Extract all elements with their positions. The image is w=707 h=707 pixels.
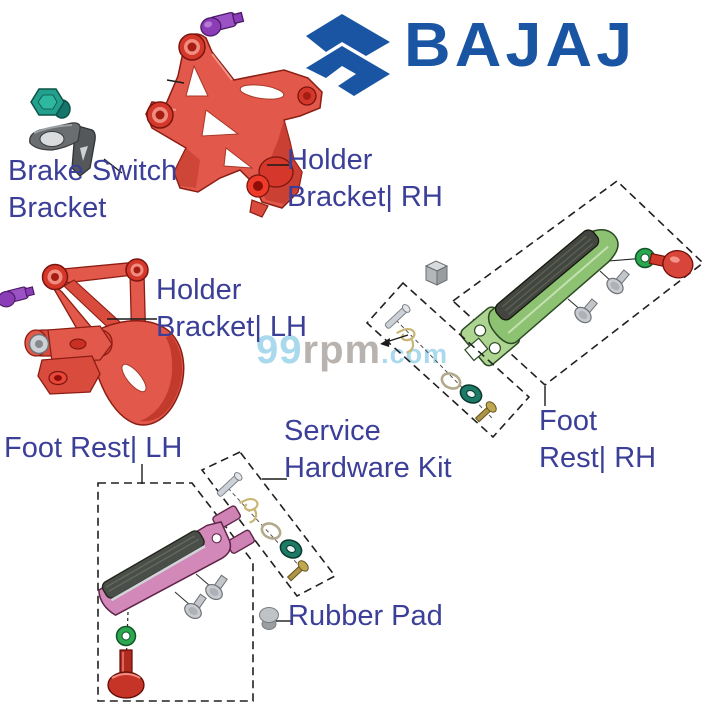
kit-a-screw xyxy=(474,401,497,423)
lh-green-washer xyxy=(115,625,137,647)
label-line: Rest| RH xyxy=(539,442,657,474)
kit-a-cotter-pin xyxy=(396,327,416,354)
label-line: Bracket xyxy=(8,192,107,224)
kit-b-cotter-pin xyxy=(239,497,259,524)
label-line: Foot xyxy=(539,405,598,437)
label-line: Bracket| LH xyxy=(156,311,307,343)
label-line: Rubber Pad xyxy=(288,600,443,632)
holder-bracket-lh-part xyxy=(24,258,185,426)
kit-b-grommet xyxy=(279,539,303,559)
label-line: Brake Switch xyxy=(8,155,178,187)
kit-b-ring-washer xyxy=(260,522,282,540)
rubber-pad-label: Rubber Pad xyxy=(288,598,443,635)
leader-lines xyxy=(103,79,546,622)
kit-b-clevis-pin xyxy=(216,472,243,497)
bajaj-flying-b-icon xyxy=(306,14,390,96)
gray-nut xyxy=(424,260,449,286)
label-line: Hardware Kit xyxy=(284,452,452,484)
service-hardware-kit-label: Service Hardware Kit xyxy=(284,413,452,487)
foot-rest-rh-label: Foot Rest| RH xyxy=(539,403,656,477)
kit-a-ring-washer xyxy=(440,372,462,390)
watermark: 99rpm.com xyxy=(256,328,448,373)
kit-a-clevis-pin xyxy=(384,304,411,329)
foot-rest-rh-part xyxy=(460,229,619,367)
label-line: Holder xyxy=(156,274,242,306)
watermark-prefix: 99 xyxy=(256,328,303,372)
label-line: Holder xyxy=(287,144,373,176)
label-line: Bracket| RH xyxy=(287,181,443,213)
rh-mount-bolt-2 xyxy=(606,269,630,295)
kit-b-screw xyxy=(286,560,309,582)
foot-rest-lh-label: Foot Rest| LH xyxy=(4,430,182,467)
kit-a-arrow xyxy=(380,334,409,347)
holder-bracket-rh-label: Holder Bracket| RH xyxy=(287,142,443,216)
lh-mount-bolt-2 xyxy=(205,574,228,601)
bajaj-wordmark: BAJAJ xyxy=(404,11,637,80)
rh-mount-bolt-1 xyxy=(574,298,598,324)
lh-red-pivot-bolt xyxy=(107,649,145,699)
label-line: Service xyxy=(284,415,381,447)
label-line: Foot Rest| LH xyxy=(4,432,183,464)
lh-mount-bolt-1 xyxy=(184,593,207,620)
foot-rest-lh-box xyxy=(97,482,255,702)
service-hardware-kit-b xyxy=(200,451,337,598)
kit-a-grommet xyxy=(459,384,483,404)
watermark-middle: rpm xyxy=(302,328,382,372)
brake-switch-bracket-part xyxy=(29,122,96,177)
teal-flange-bolt xyxy=(30,88,71,119)
brake-switch-bracket-label: Brake Switch Bracket xyxy=(8,153,177,227)
purple-bolt-top xyxy=(200,11,245,37)
foot-rest-rh-box xyxy=(451,179,705,387)
purple-bolt-left xyxy=(0,286,35,308)
service-hardware-kit-a xyxy=(365,281,531,439)
holder-bracket-lh-label: Holder Bracket| LH xyxy=(156,272,307,346)
rh-red-pivot-bolt xyxy=(648,250,694,279)
rubber-pad-part xyxy=(259,607,279,630)
foot-rest-lh-part xyxy=(98,505,255,616)
